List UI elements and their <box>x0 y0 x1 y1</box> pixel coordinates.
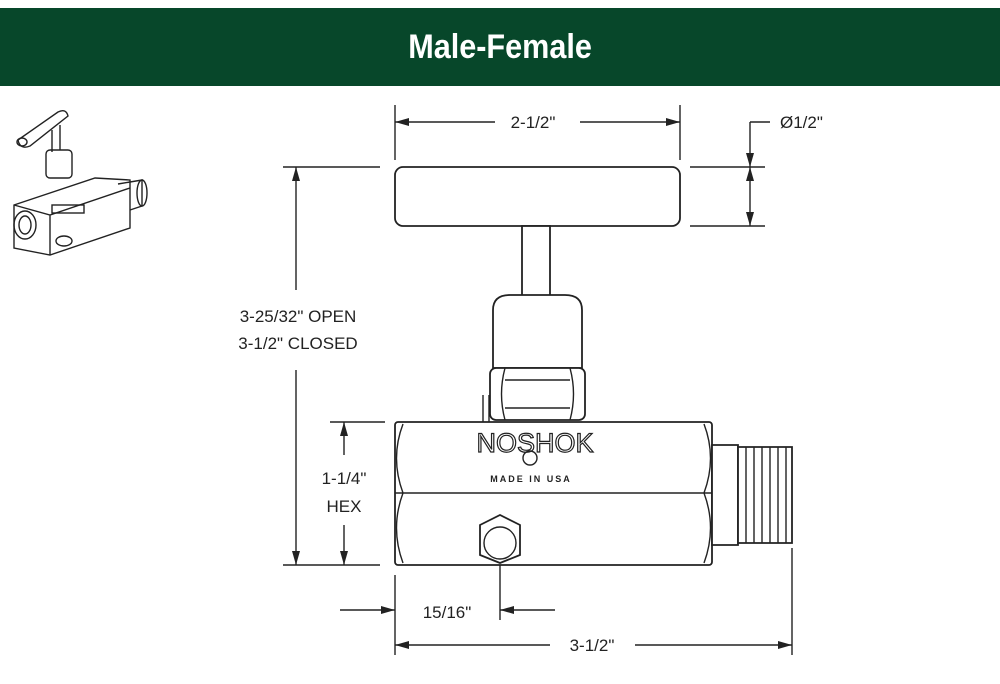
dim-hex-size: 1-1/4" <box>322 469 367 488</box>
valve-isometric-thumbnail <box>13 109 148 256</box>
page-title: Male-Female <box>408 27 592 66</box>
drain-plug <box>479 513 521 564</box>
dim-overall-length: 3-1/2" <box>570 636 615 655</box>
dim-handle-diameter: Ø1/2" <box>780 113 823 132</box>
dim-height-closed: 3-1/2" CLOSED <box>238 334 357 353</box>
dim-height-open: 3-25/32" OPEN <box>240 307 357 326</box>
bonnet <box>492 294 583 369</box>
made-in-usa-text: MADE IN USA <box>490 474 572 484</box>
header-banner: Male-Female <box>0 8 1000 86</box>
valve-side-view: NOSHOK MADE IN USA <box>394 166 793 566</box>
packing-nut <box>489 367 586 421</box>
dim-plug-offset: 15/16" <box>423 603 472 622</box>
noshok-logo: NOSHOK <box>476 428 593 458</box>
dim-handle-width: 2-1/2" <box>511 113 556 132</box>
dimension-lines <box>283 105 793 655</box>
stem <box>521 225 551 299</box>
t-handle <box>394 166 681 227</box>
dim-hex-label: HEX <box>327 497 362 516</box>
